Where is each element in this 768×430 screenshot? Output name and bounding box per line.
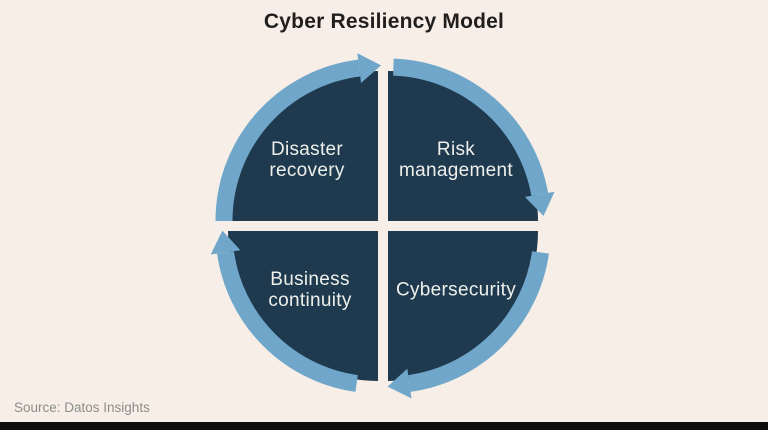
label-line: continuity (268, 290, 352, 311)
quadrant-label-cybersecurity: Cybersecurity (396, 280, 516, 301)
quadrant-risk-management (388, 71, 538, 221)
quadrant-label-risk-management: Risk management (399, 139, 513, 181)
label-line: Business (270, 269, 350, 290)
cycle-arrowhead-right-icon (524, 191, 555, 216)
quadrant-disaster-recovery (228, 71, 378, 221)
label-line: Disaster (270, 139, 344, 160)
cycle-arc-bottom-left (217, 251, 358, 392)
label-line: recovery (269, 160, 345, 181)
label-line: management (399, 160, 513, 181)
cycle-arc-top-right (393, 58, 549, 196)
footer-bar (0, 422, 768, 430)
quadrant-label-business-continuity: Business continuity (268, 269, 351, 311)
quadrant-cybersecurity (388, 231, 538, 381)
label-line: Risk (436, 139, 476, 160)
label-line: Cybersecurity (395, 279, 517, 301)
cycle-arrowhead-bottom-icon (387, 368, 412, 399)
cycle-arrowhead-left-icon (210, 230, 241, 255)
cycle-arc-top-left (215, 59, 361, 222)
source-note: Source: Datos Insights (14, 400, 150, 415)
cycle-arrowhead-top-icon (357, 53, 382, 83)
quadrant-business-continuity (228, 231, 378, 381)
cycle-arc-bottom-right (408, 251, 549, 392)
quadrant-label-disaster-recovery: Disaster recovery (269, 139, 344, 181)
figure-title: Cyber Resiliency Model (263, 10, 505, 33)
